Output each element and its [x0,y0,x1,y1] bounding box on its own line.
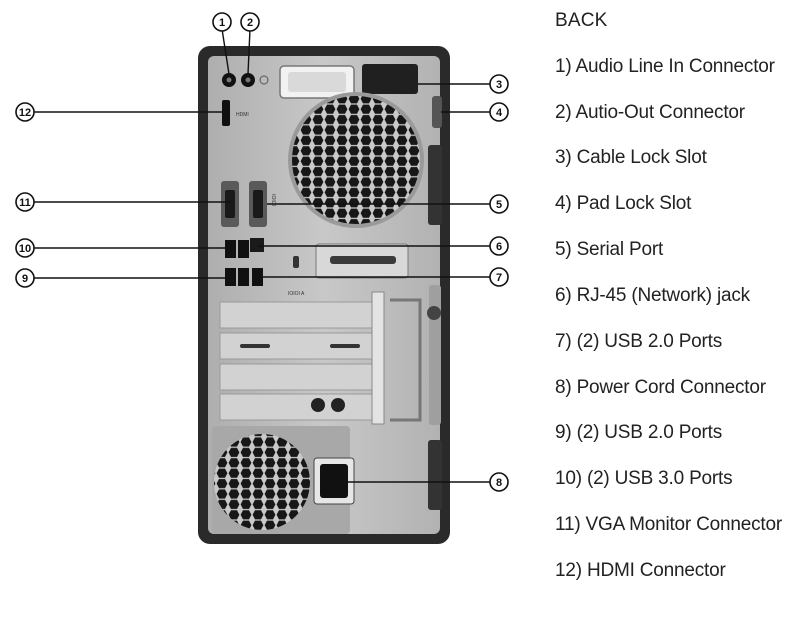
legend-title: BACK [555,10,608,31]
callout-12-text: 12 [19,107,31,119]
callout-6: 6 [489,236,509,256]
callout-10-text: 10 [19,243,31,255]
callout-1: 1 [212,12,232,32]
rj45-jack [250,238,264,252]
legend-item-10: 10) (2) USB 3.0 Ports [555,468,733,489]
callout-11: 11 [15,192,35,212]
callout-3: 3 [489,74,509,94]
power-supply [212,426,355,534]
hdmi-port-text: HDMI [236,112,249,118]
callout-7-text: 7 [496,272,502,284]
callout-2: 2 [240,12,260,32]
callout-2-text: 2 [247,17,253,29]
legend-item-2: 2) Autio-Out Connector [555,102,745,123]
serial-port [249,181,267,227]
callout-8-text: 8 [496,477,502,489]
callout-5-text: 5 [496,199,502,211]
callout-10: 10 [15,238,35,258]
legend-item-7: 7) (2) USB 2.0 Ports [555,331,723,352]
callout-9: 9 [15,268,35,288]
callout-3-text: 3 [496,79,502,91]
pad-lock-slot [432,96,442,128]
cable-lock-slot [362,64,418,94]
usb-block [225,240,263,286]
hdmi-port [222,100,230,126]
callout-9-text: 9 [22,273,28,285]
usb-mark-text: IOIOI A [288,291,305,297]
callout-6-text: 6 [496,241,502,253]
legend-item-6: 6) RJ-45 (Network) jack [555,285,750,306]
callout-5: 5 [489,194,509,214]
serial-mark-text: IOIOI [272,194,278,206]
legend-item-5: 5) Serial Port [555,239,664,260]
callout-11-text: 11 [19,197,31,209]
legend-item-4: 4) Pad Lock Slot [555,193,692,214]
callout-12: 12 [15,102,35,122]
expansion-slots [219,243,441,425]
legend-item-3: 3) Cable Lock Slot [555,147,707,168]
legend-item-11: 11) VGA Monitor Connector [555,514,782,535]
main-fan [288,92,424,228]
callout-8: 8 [489,472,509,492]
callout-4-text: 4 [496,107,503,119]
legend-item-1: 1) Audio Line In Connector [555,56,775,77]
callout-1-text: 1 [219,17,225,29]
vga-port [221,181,239,227]
legend-item-12: 12) HDMI Connector [555,560,726,581]
callout-lines [34,28,490,483]
legend-item-9: 9) (2) USB 2.0 Ports [555,422,723,443]
legend-item-8: 8) Power Cord Connector [555,377,766,398]
callout-7: 7 [489,267,509,287]
audio-jacks [222,73,269,87]
callout-4: 4 [489,102,509,122]
top-handle [279,65,355,99]
